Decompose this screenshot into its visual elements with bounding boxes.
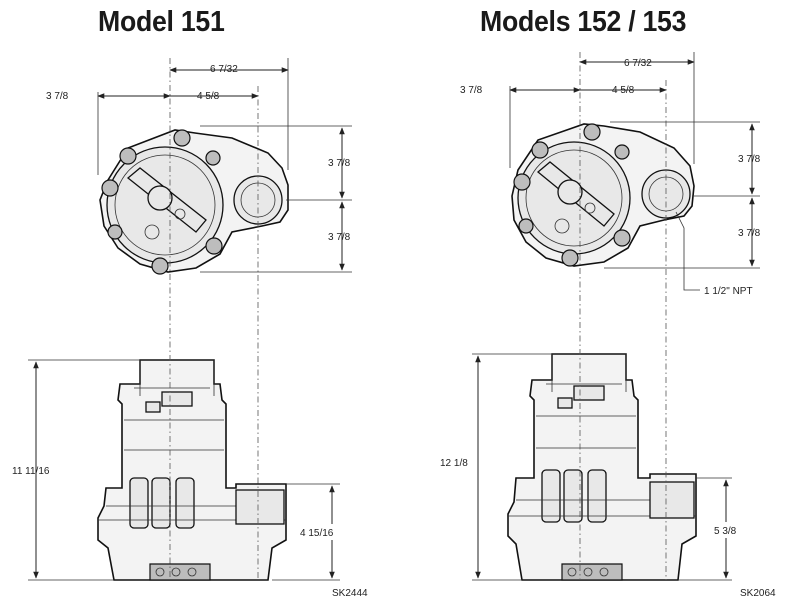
model-151-title: Model 151 bbox=[98, 6, 225, 38]
model-151-side-view bbox=[97, 359, 287, 581]
m152-dim-left: 3 7/8 bbox=[460, 85, 483, 96]
m151-dim-left: 3 7/8 bbox=[46, 91, 69, 102]
m151-drawing-number: SK2444 bbox=[332, 588, 368, 599]
m151-dim-top-right: 3 7/8 bbox=[328, 158, 351, 169]
m152-dim-top-right: 3 7/8 bbox=[738, 154, 761, 165]
model-151-top-view bbox=[99, 129, 289, 275]
model-152-top-view bbox=[511, 123, 695, 267]
model-151-dimensions bbox=[28, 58, 352, 581]
m152-dim-height: 12 1/8 bbox=[440, 458, 468, 469]
m151-dim-discharge-height: 4 15/16 bbox=[300, 528, 334, 539]
m152-discharge-npt-label: 1 1/2" NPT bbox=[704, 286, 753, 297]
m151-dim-bottom-right: 3 7/8 bbox=[328, 232, 351, 243]
m152-drawing-number: SK2064 bbox=[740, 588, 776, 599]
m151-dim-overall-width: 6 7/32 bbox=[210, 64, 238, 75]
m151-dim-center-to-discharge: 4 5/8 bbox=[197, 91, 220, 102]
m152-dim-overall-width: 6 7/32 bbox=[624, 58, 652, 69]
model-152-dimensions bbox=[472, 52, 760, 581]
m152-dim-discharge-height: 5 3/8 bbox=[714, 526, 737, 537]
m151-dim-height: 11 11/16 bbox=[12, 466, 50, 477]
model-152-side-view bbox=[507, 353, 697, 581]
models-152-153-title: Models 152 / 153 bbox=[480, 6, 687, 38]
m152-dim-center-to-discharge: 4 5/8 bbox=[612, 85, 635, 96]
m152-dim-bottom-right: 3 7/8 bbox=[738, 228, 761, 239]
